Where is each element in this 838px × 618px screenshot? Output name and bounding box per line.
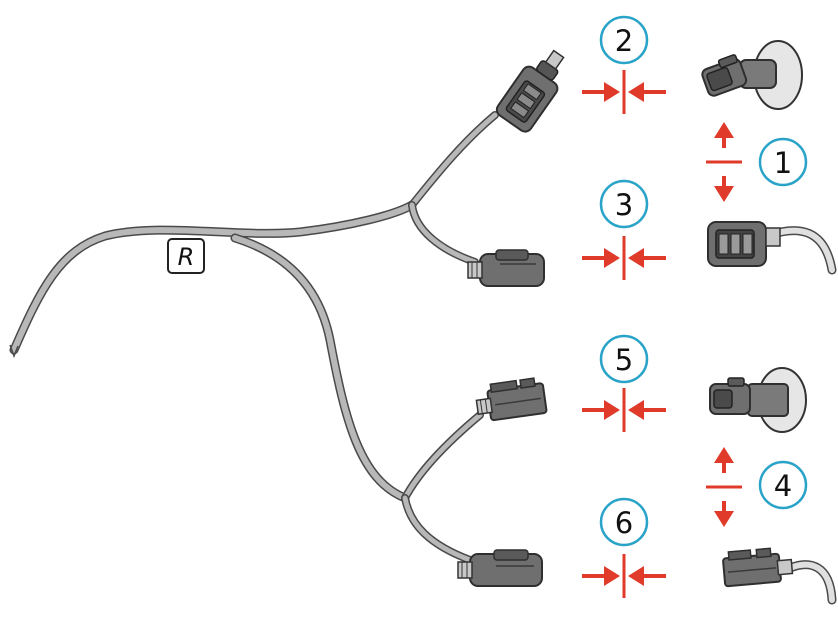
step-badge-3: 3 bbox=[599, 179, 649, 229]
harness-branch-lower bbox=[230, 233, 410, 503]
harness-connector-2 bbox=[495, 49, 565, 133]
connect-marker-3 bbox=[582, 236, 666, 280]
step-number-6: 6 bbox=[615, 506, 633, 540]
step-number-5: 5 bbox=[615, 343, 633, 377]
harness-label-tag: R bbox=[167, 238, 205, 274]
harness-connector-5 bbox=[475, 377, 548, 422]
harness-branch-middle bbox=[408, 201, 479, 266]
harness-branch-upper bbox=[408, 111, 499, 209]
step-badge-6: 6 bbox=[599, 497, 649, 547]
step-number-4: 4 bbox=[774, 469, 792, 503]
mating-part-6 bbox=[722, 547, 837, 605]
mating-part-5 bbox=[709, 367, 807, 433]
harness-branch-6 bbox=[401, 494, 474, 564]
harness-trunk bbox=[9, 200, 417, 359]
harness-connector-6 bbox=[457, 549, 543, 587]
harness-connector-3 bbox=[467, 249, 545, 287]
wire-harness: R bbox=[9, 111, 499, 564]
connect-marker-6 bbox=[582, 554, 666, 598]
separate-marker-4 bbox=[706, 447, 742, 527]
mating-part-3 bbox=[707, 221, 837, 275]
step-badge-5: 5 bbox=[599, 334, 649, 384]
step-number-1: 1 bbox=[774, 146, 792, 180]
separate-marker-1 bbox=[706, 122, 742, 202]
step-badge-1: 1 bbox=[758, 137, 808, 187]
harness-branch-5 bbox=[401, 411, 484, 502]
step-number-2: 2 bbox=[615, 24, 633, 58]
step-badge-2: 2 bbox=[599, 15, 649, 65]
mating-part-2 bbox=[701, 40, 803, 110]
step-badge-4: 4 bbox=[758, 460, 808, 510]
step-number-3: 3 bbox=[615, 188, 633, 222]
harness-label-text: R bbox=[178, 243, 195, 271]
connect-marker-2 bbox=[582, 70, 666, 114]
connect-marker-5 bbox=[582, 388, 666, 432]
